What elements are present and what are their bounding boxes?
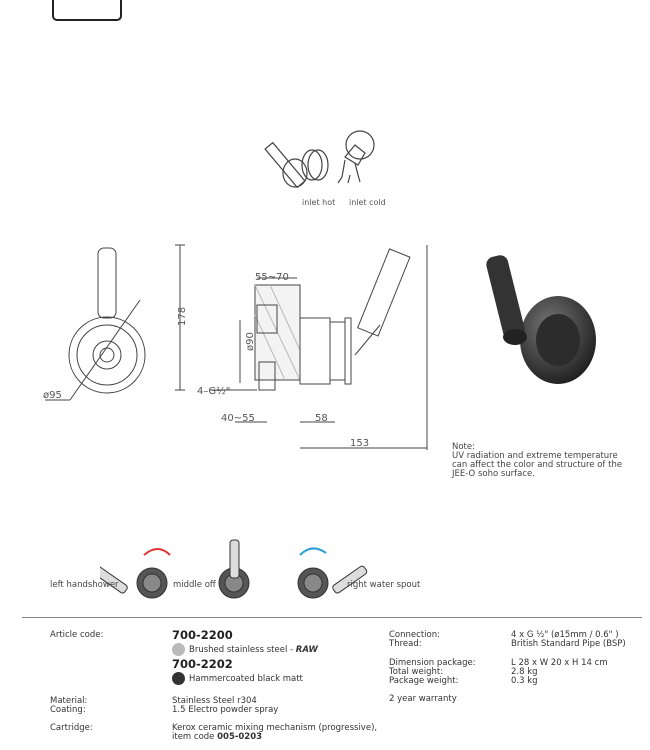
left-arrow-icon	[143, 548, 171, 556]
item-code: 005-0203	[217, 732, 263, 742]
dim-package-value: L 28 x W 20 x H 14 cm	[511, 658, 608, 668]
logo-frame	[52, 0, 122, 21]
article-code-2: 700-2202 Hammercoated black matt	[172, 657, 303, 685]
total-weight-value: 2.8 kg	[511, 667, 538, 677]
note-title: Note:	[452, 442, 475, 452]
package-weight-value: 0.3 kg	[511, 676, 538, 686]
inlet-hot-label: inlet hot	[302, 198, 335, 207]
spec-divider	[22, 617, 642, 618]
article-code-2-desc: Hammercoated black matt	[189, 674, 303, 684]
connection-value: 4 x G ½" (ø15mm / 0.6" )	[511, 630, 619, 640]
package-weight-label: Package weight:	[389, 676, 459, 686]
item-code-prefix: item code	[172, 732, 218, 742]
plate-dimension: ø90	[245, 332, 256, 351]
note-line-3: JEE-O soho surface.	[452, 469, 535, 479]
connection-values: 4 x G ½" (ø15mm / 0.6" ) British Standar…	[511, 631, 626, 649]
note-block: Note: UV radiation and extreme temperatu…	[452, 443, 642, 479]
thread-label: Thread:	[389, 639, 422, 649]
product-photo	[486, 255, 596, 384]
position-middle-label: middle off	[173, 580, 216, 590]
cartridge-value: Kerox ceramic mixing mechanism (progress…	[172, 723, 378, 733]
note-line-1: UV radiation and extreme temperature	[452, 451, 618, 461]
swatch-steel-icon	[172, 643, 185, 656]
position-right-label: right water spout	[347, 580, 421, 590]
dim-package-label: Dimension package:	[389, 658, 476, 668]
material-label: Material:	[50, 696, 88, 706]
article-code-label: Article code:	[50, 630, 104, 640]
depth-dimension: 58	[315, 413, 328, 424]
thread-dimension: 4–G½"	[197, 385, 230, 397]
article-code-1-desc: Brushed stainless steel -	[189, 645, 296, 655]
note-line-2: can affect the color and structure of th…	[452, 460, 623, 470]
coating-value: 1.5 Electro powder spray	[172, 705, 279, 715]
inlet-cold-label: inlet cold	[349, 198, 386, 207]
package-values: L 28 x W 20 x H 14 cm 2.8 kg 0.3 kg	[511, 659, 608, 686]
range-bottom-dimension: 40~55	[221, 413, 255, 424]
coating-label: Coating:	[50, 705, 86, 715]
package-labels: Dimension package: Total weight: Package…	[389, 659, 476, 686]
installation-diagram: inlet hot inlet cold	[264, 130, 386, 207]
connection-label: Connection:	[389, 630, 440, 640]
thread-value: British Standard Pipe (BSP)	[511, 639, 626, 649]
article-code-2-number: 700-2202	[172, 657, 233, 671]
article-code-1-number: 700-2200	[172, 628, 233, 642]
range-top-dimension: 55~70	[255, 272, 289, 283]
material-values: Stainless Steel r304 1.5 Electro powder …	[172, 697, 278, 715]
front-view-drawing: 178 ø95	[43, 244, 188, 401]
cartridge-values: Kerox ceramic mixing mechanism (progress…	[172, 724, 377, 742]
cartridge-label: Cartridge:	[50, 723, 93, 733]
right-arrow-icon	[299, 547, 327, 556]
connection-labels: Connection: Thread:	[389, 631, 440, 649]
total-weight-label: Total weight:	[389, 667, 444, 677]
position-left-label: left handshower	[50, 580, 119, 590]
swatch-black-icon	[172, 672, 185, 685]
article-code-1: 700-2200 Brushed stainless steel - RAW	[172, 628, 318, 656]
reach-dimension: 153	[350, 438, 369, 449]
side-view-drawing: 55~70 ø90 4–G½" 40~55 58 153	[197, 245, 428, 450]
warranty-text: 2 year warranty	[389, 694, 457, 704]
handle-positions-diagram	[100, 539, 368, 599]
height-dimension: 178	[177, 307, 188, 326]
material-labels: Material: Coating:	[50, 697, 87, 715]
material-value: Stainless Steel r304	[172, 696, 257, 706]
article-code-1-em: RAW	[295, 645, 318, 655]
diameter-dimension: ø95	[43, 390, 62, 401]
